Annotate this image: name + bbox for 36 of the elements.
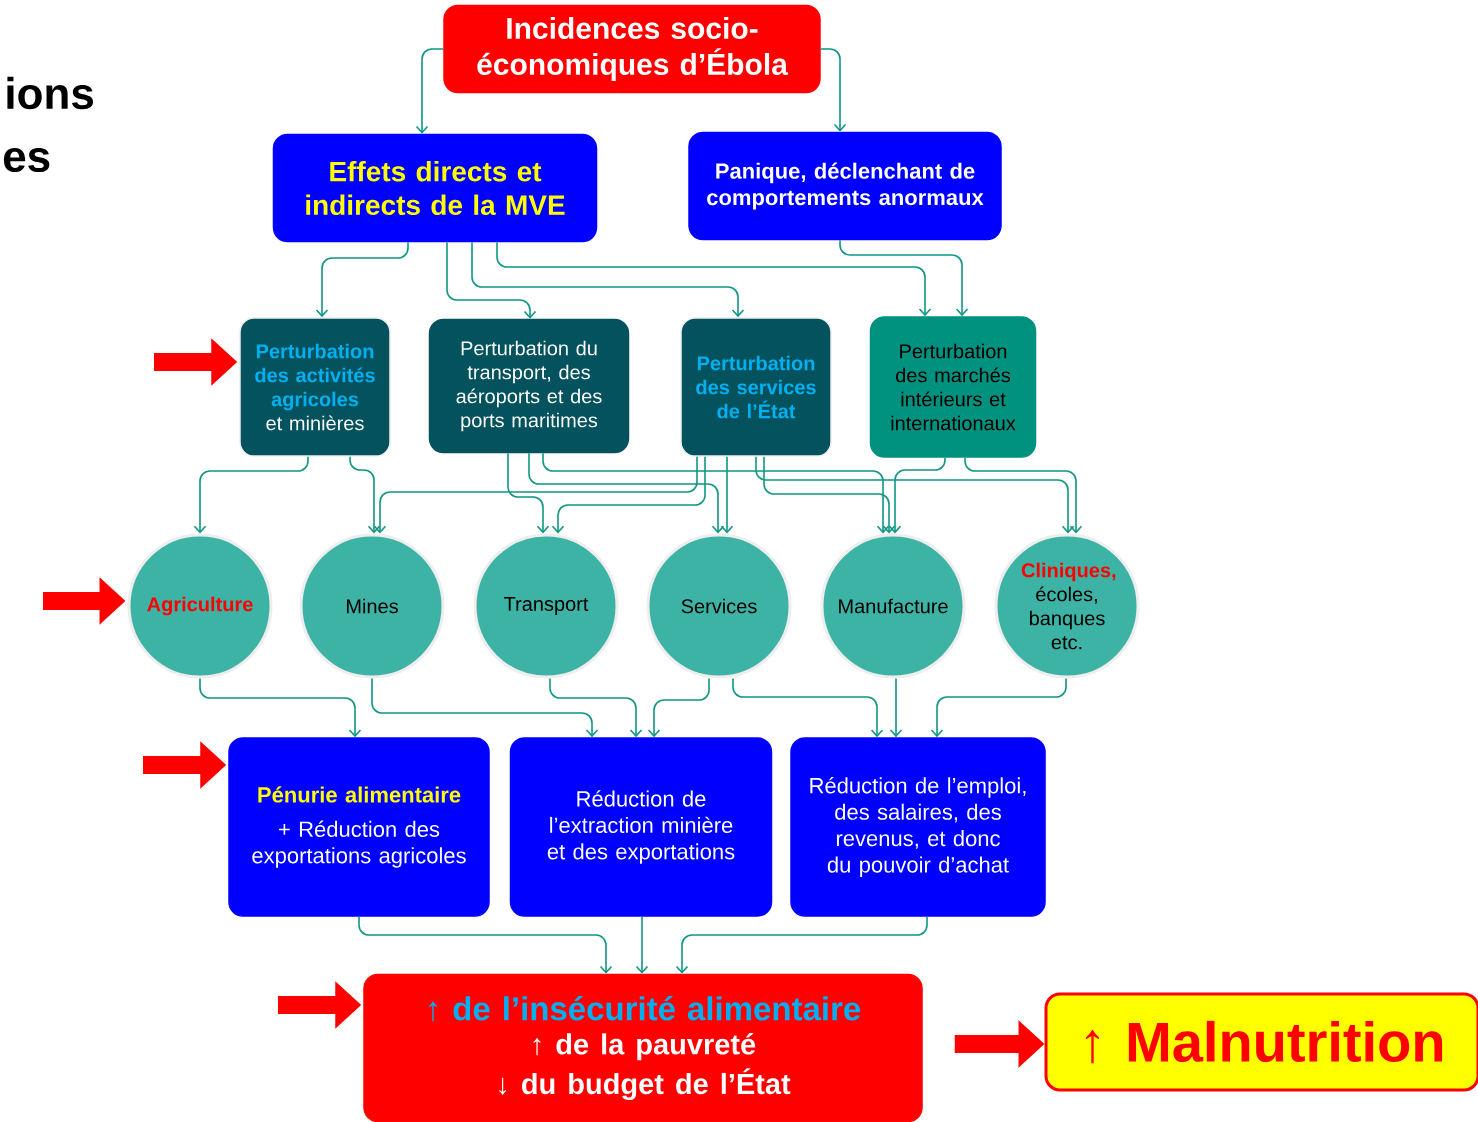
process-box: Réduction de l’emploi, des salaires, des revenus, et donc du pouvoir d’achat: [790, 737, 1046, 917]
connector-arrow: [471, 241, 745, 318]
process-box: Pénurie alimentaire + Réduction des exportations agricoles: [228, 737, 490, 917]
process-box: Réduction de l’extraction minière et des exportations: [509, 737, 773, 917]
connector-arrow: [551, 455, 706, 534]
connector-arrow: [446, 241, 537, 319]
title-box: Incidences socio-économiques d’Ébola: [443, 4, 821, 94]
connector-arrow: [496, 241, 932, 317]
connector-arrow: [889, 677, 903, 738]
connector-arrow: [763, 455, 896, 534]
connector-arrow: [647, 677, 710, 738]
result-box: ↑ de l’insécurité alimentaire ↑ de la pauvreté ↓ du budget de l’État: [363, 973, 923, 1122]
connector-arrow: [732, 677, 884, 738]
connector-arrow: [549, 677, 643, 738]
process-box: Perturbation des activités agricoles et minières: [239, 317, 391, 457]
connector-arrow: [755, 455, 1075, 534]
connector-arrow: [635, 915, 649, 974]
heading-fragment: es: [3, 147, 50, 173]
highlight-box: ↑ Malnutrition: [1044, 992, 1478, 1092]
process-box: Perturbation du transport, des aéroports et des ports maritimes: [428, 318, 630, 454]
connector-arrow: [839, 239, 969, 317]
process-box: Panique, déclenchant de comportements anormaux: [688, 131, 1002, 241]
connector-arrow: [371, 677, 599, 738]
heading-fragment: ions: [7, 76, 93, 110]
connector-arrow: [373, 455, 698, 534]
connector-arrow: [199, 677, 362, 738]
connector-arrow: [964, 456, 1083, 534]
connector-arrow: [507, 452, 550, 534]
process-box: Perturbation des services de l’État: [680, 317, 832, 457]
process-box: Effets directs et indirects de la MVE: [272, 133, 598, 243]
connector-arrow: [528, 452, 725, 534]
connector-arrow: [542, 452, 890, 534]
connector-arrow: [888, 456, 946, 534]
process-box: Perturbation des marchés intérieurs et internationaux: [869, 316, 1037, 458]
connector-arrow: [415, 48, 445, 134]
connector-arrow: [720, 455, 734, 534]
